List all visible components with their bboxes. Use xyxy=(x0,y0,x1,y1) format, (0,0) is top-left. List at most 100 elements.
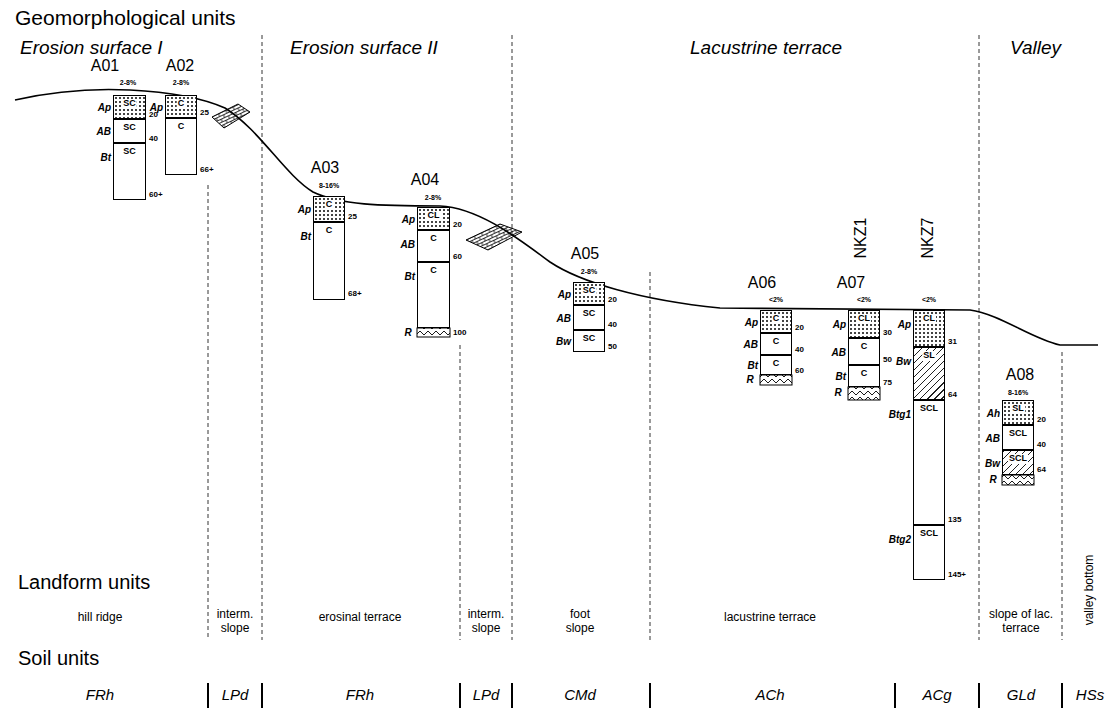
horizon-box: ABSCL xyxy=(1002,425,1034,450)
profile-name: A08 xyxy=(1006,366,1034,384)
diagram-title: Geomorphological units xyxy=(15,6,236,30)
depth-mark: 20 xyxy=(1037,415,1046,424)
horizon-box: BwSL xyxy=(913,347,945,400)
horizon-box: ABC xyxy=(760,333,792,355)
horizon-name: AB xyxy=(557,313,571,324)
profile-name: A07 xyxy=(837,274,865,292)
horizon-name: R xyxy=(834,387,841,399)
depth-mark: 20 xyxy=(149,110,158,119)
horizon-name: Ap xyxy=(833,319,846,330)
depth-mark: 25 xyxy=(200,108,209,117)
soil-unit: FRh xyxy=(86,686,114,703)
depth-mark: 50 xyxy=(608,342,617,351)
horizon-box: ABSC xyxy=(573,305,605,330)
depth-mark: 20 xyxy=(608,295,617,304)
depth-mark: 100 xyxy=(453,328,466,337)
horizon-name: Btg1 xyxy=(889,409,911,420)
depth-mark: 40 xyxy=(608,320,617,329)
horizon-name: Bt xyxy=(300,231,311,242)
horizon-name: Ap xyxy=(98,102,111,113)
texture-class: SC xyxy=(122,123,137,133)
profile-name: NKZ7 xyxy=(919,218,937,259)
row-heading: Landform units xyxy=(18,571,150,594)
horizon-name: Btg2 xyxy=(889,534,911,545)
horizon-box: ABSC xyxy=(113,119,146,143)
texture-class: SCL xyxy=(1008,454,1028,464)
horizon-name: Bt xyxy=(100,152,111,163)
horizon-name: AB xyxy=(832,347,846,358)
horizon-name: Ap xyxy=(558,289,571,300)
depth-mark: 68+ xyxy=(348,289,362,298)
horizon-box: ABC xyxy=(417,230,450,262)
profile-name: A02 xyxy=(166,57,194,75)
depth-mark: 20 xyxy=(795,323,804,332)
slope-class: 8-16% xyxy=(319,182,339,190)
horizon-box: ApCL xyxy=(913,310,945,347)
terrain-profile xyxy=(15,89,1098,345)
section-heading: Valley xyxy=(1010,37,1061,59)
horizon-box: BwSCL xyxy=(1002,450,1034,475)
horizon-name: Bw xyxy=(896,356,911,367)
depth-mark: 66+ xyxy=(200,165,214,174)
texture-class: SCL xyxy=(1008,429,1028,439)
horizon-box: ApCL xyxy=(848,310,880,338)
slope-class: 2-8% xyxy=(425,194,441,202)
texture-class: C xyxy=(177,99,186,109)
horizon-name: R xyxy=(989,474,996,486)
landform-unit: foot slope xyxy=(555,608,605,636)
texture-class: C xyxy=(429,234,438,244)
texture-class: C xyxy=(772,359,781,369)
rock-outcrop xyxy=(212,104,250,128)
horizon-box: ApCL xyxy=(417,207,450,230)
depth-mark: 75 xyxy=(883,378,892,387)
soil-unit: ACh xyxy=(755,686,784,703)
horizon-name: Bw xyxy=(556,336,571,347)
landform-unit: interm. slope xyxy=(463,608,509,636)
row-heading: Soil units xyxy=(18,647,99,670)
texture-class: SCL xyxy=(919,529,939,539)
horizon-name: Bt xyxy=(835,371,846,382)
horizon-box: ApC xyxy=(165,95,197,118)
depth-mark: 135 xyxy=(948,515,961,524)
texture-class: CL xyxy=(857,314,871,324)
texture-class: C xyxy=(860,342,869,352)
horizon-name: AB xyxy=(97,126,111,137)
horizon-name: Ap xyxy=(298,204,311,215)
horizon-name: Ah xyxy=(987,408,1000,419)
soil-unit: ACg xyxy=(922,686,951,703)
texture-class: SL xyxy=(1011,404,1025,414)
texture-class: SCL xyxy=(919,404,939,414)
section-heading: Lacustrine terrace xyxy=(690,37,842,59)
profile-name: A03 xyxy=(311,159,339,177)
slope-class: <2% xyxy=(857,296,871,304)
slope-class: 8-16% xyxy=(1008,389,1028,397)
depth-mark: 60+ xyxy=(149,190,163,199)
texture-class: SC xyxy=(122,147,137,157)
depth-mark: 40 xyxy=(149,134,158,143)
horizon-box: ApSC xyxy=(113,95,146,119)
horizon-box: BtC xyxy=(417,262,450,328)
horizon-box: C xyxy=(165,118,197,175)
horizon-box: Btg1SCL xyxy=(913,400,945,525)
slope-class: <2% xyxy=(769,296,783,304)
horizon-name: R xyxy=(404,327,411,339)
slope-class: 2-8% xyxy=(581,268,597,276)
profile-name: A01 xyxy=(91,57,119,75)
soil-unit: FRh xyxy=(346,686,374,703)
texture-class: C xyxy=(429,266,438,276)
horizon-name: AB xyxy=(744,339,758,350)
texture-class: C xyxy=(325,226,334,236)
texture-class: SC xyxy=(122,99,137,109)
depth-mark: 40 xyxy=(795,345,804,354)
depth-mark: 25 xyxy=(348,212,357,221)
horizon-box: BtC xyxy=(313,222,345,300)
depth-mark: 60 xyxy=(795,366,804,375)
horizon-name: Ap xyxy=(898,319,911,330)
slope-class: 2-8% xyxy=(120,79,136,87)
unit-dividers xyxy=(208,35,1062,640)
profile-name: A04 xyxy=(411,171,439,189)
landform-unit: valley bottom xyxy=(1083,555,1097,626)
landform-unit: lacustrine terrace xyxy=(724,611,816,625)
depth-mark: 20 xyxy=(453,220,462,229)
